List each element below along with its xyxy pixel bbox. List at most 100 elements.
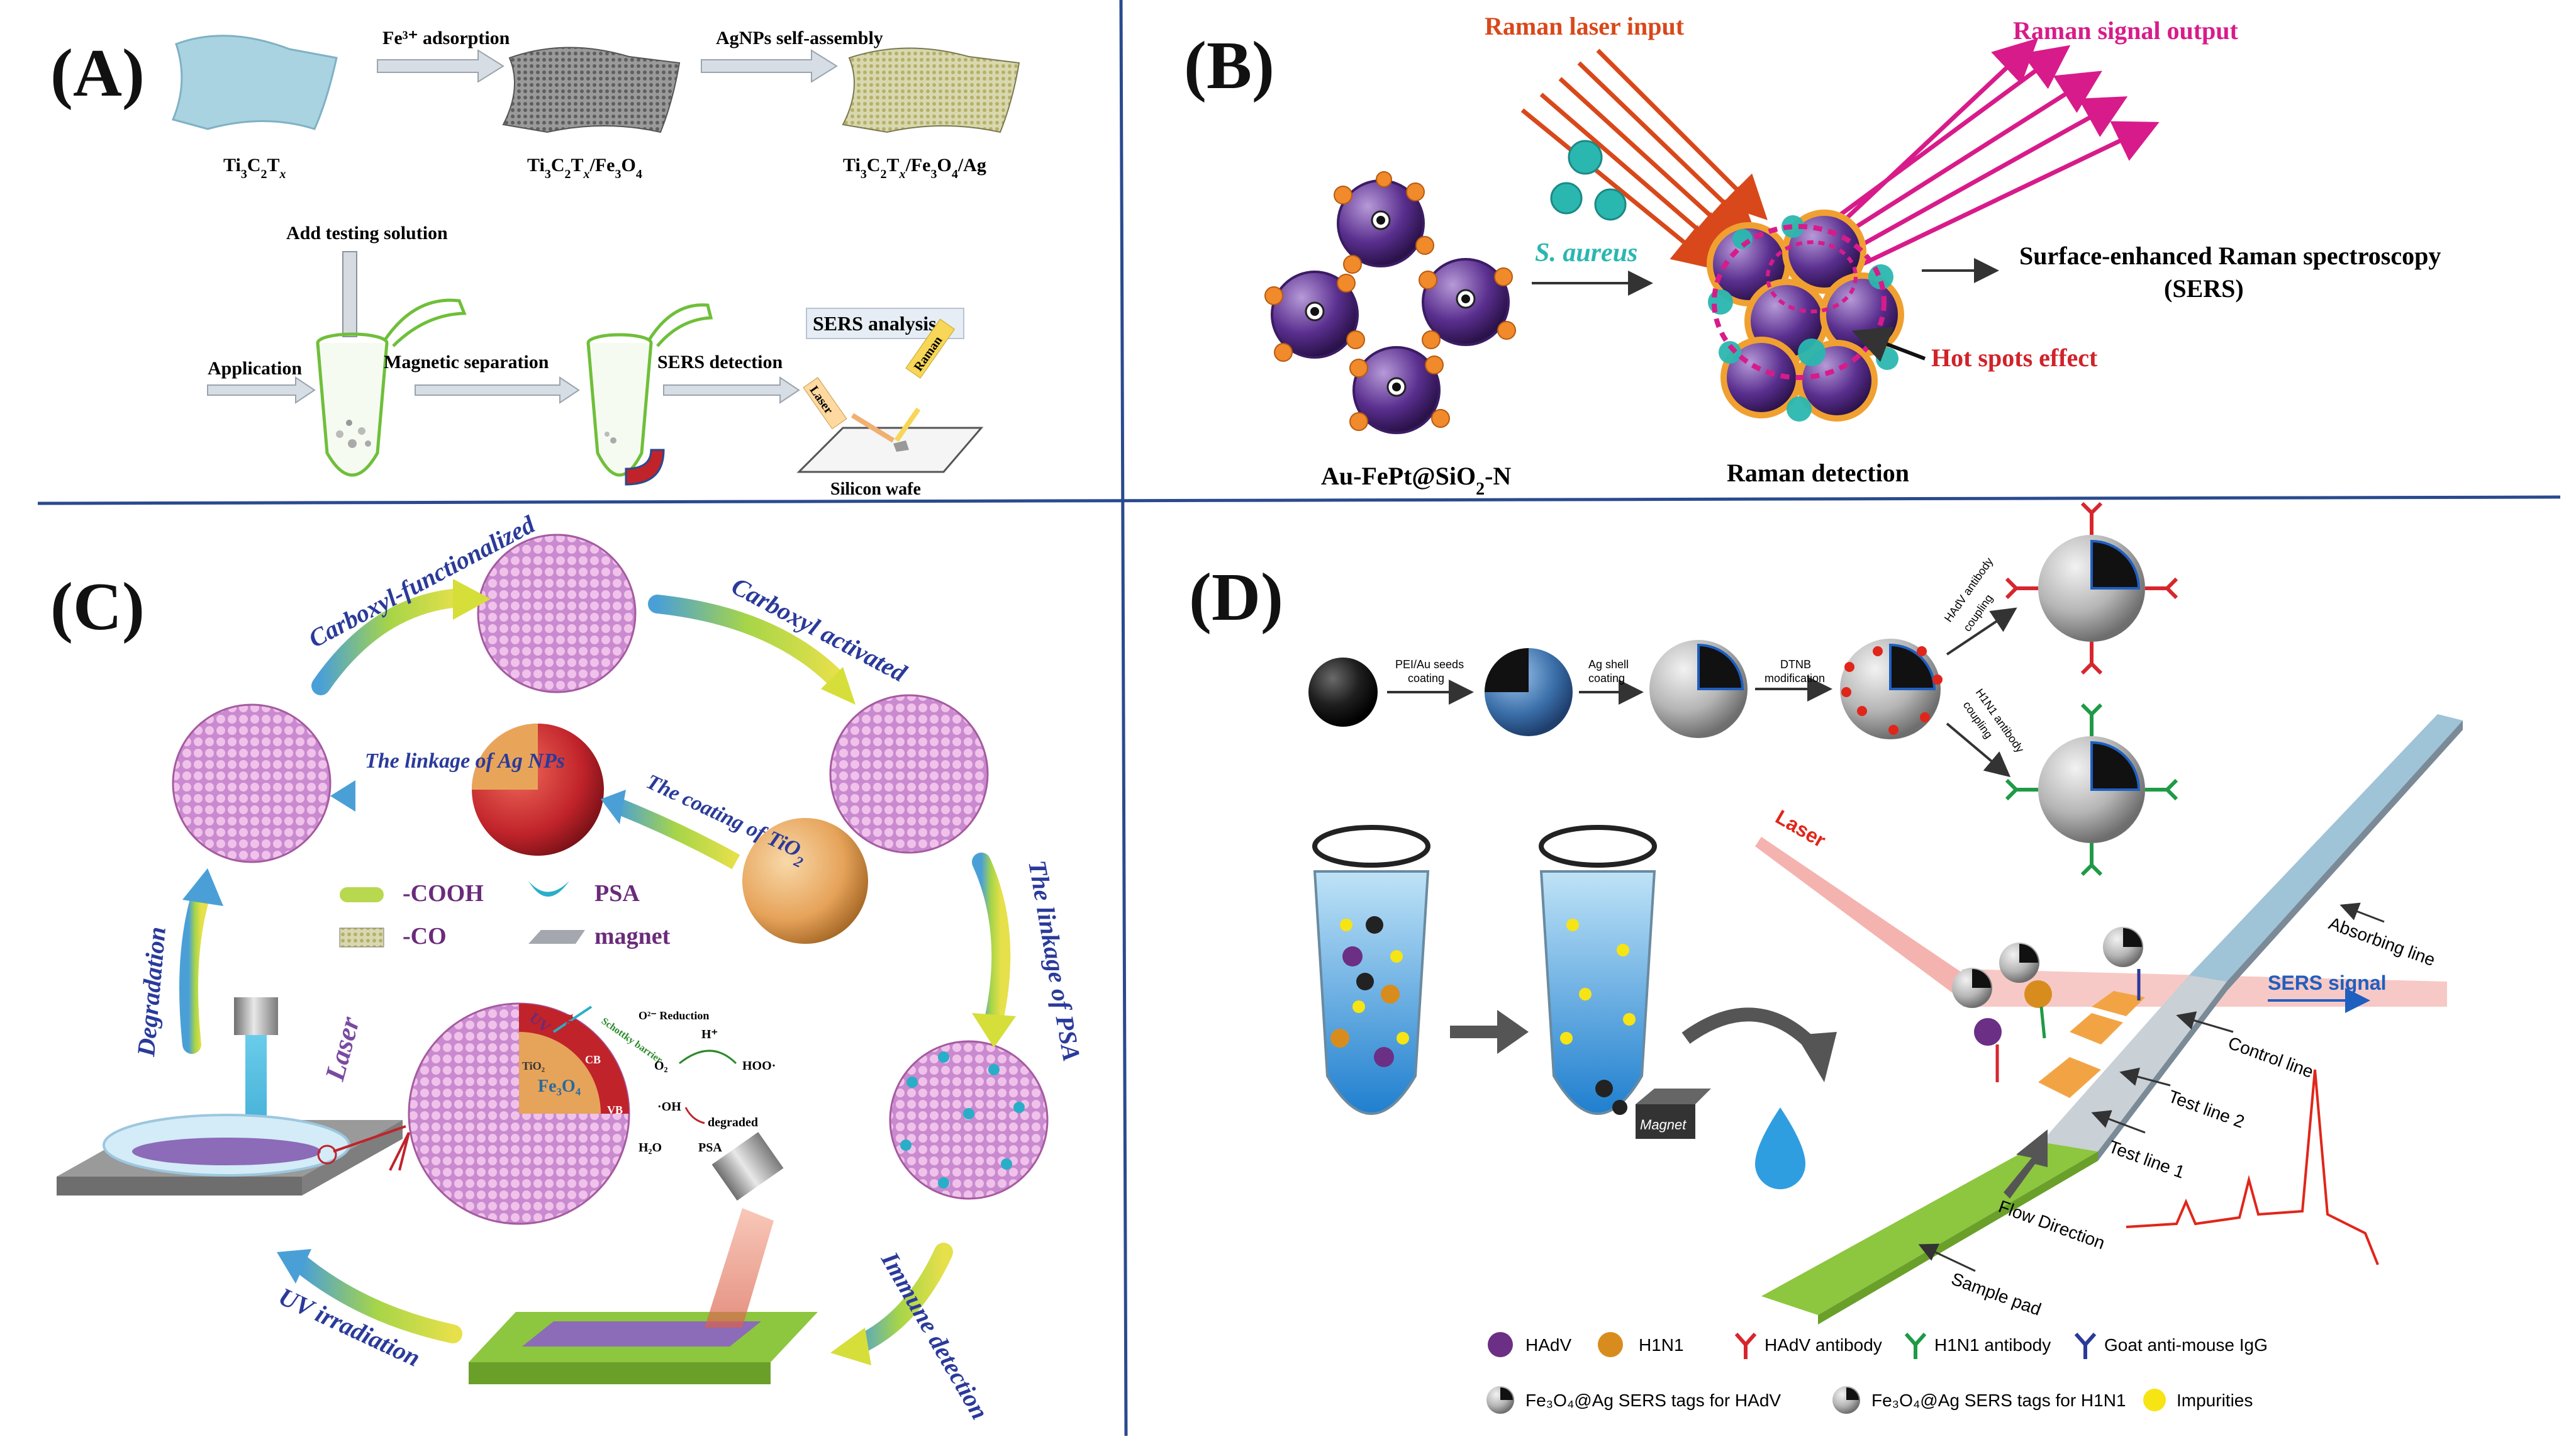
panel-b-label: (B) [1184, 28, 1274, 103]
panel-b: (B) Raman laser input Raman signal outpu… [1184, 12, 2441, 499]
legend-h1n1-icon [1598, 1332, 1623, 1357]
svg-text:Fe₃O₄@Ag SERS tags for H1N1: Fe₃O₄@Ag SERS tags for H1N1 [1871, 1391, 2126, 1410]
svg-text:HAdV: HAdV [1525, 1335, 1571, 1355]
svg-text:TiO₂: TiO₂ [522, 1060, 545, 1072]
tube-2 [586, 303, 713, 486]
svg-text:O₂: O₂ [654, 1059, 668, 1073]
laser-input-rays [1520, 48, 1768, 270]
panel-d: (D) PEI/Au seeds coating Ag shell coatin… [1189, 501, 2463, 1414]
step-dtnb-2: modification [1765, 672, 1825, 685]
panel-d-label: (D) [1189, 560, 1283, 635]
sphere-psa [889, 1040, 1049, 1200]
panel-a-label: (A) [50, 36, 145, 111]
flow-direction-label: Flow Direction [1996, 1197, 2107, 1253]
application-label: Application [208, 358, 302, 379]
process-arrow-2 [701, 49, 838, 83]
laser-rod: Laser [803, 377, 847, 430]
svg-text:Magnet: Magnet [1640, 1117, 1687, 1133]
probe-label: Au-FePt@SiO2-N [1321, 462, 1511, 499]
hadv-coupling-1: HAdV antibody [1942, 555, 1995, 624]
s-aureus-cluster [1550, 140, 1627, 221]
svg-text:Ag: Ag [554, 1008, 574, 1026]
add-testing-label: Add testing solution [286, 223, 448, 244]
process-arrow-1 [377, 49, 505, 83]
material-label-3: Ti3C2Tx/Fe3O4/Ag [843, 155, 986, 181]
s-aureus-label: S. aureus [1535, 238, 1637, 267]
arrow-carboxyl-activated [648, 595, 846, 689]
svg-text:H⁺: H⁺ [701, 1027, 718, 1041]
svg-text:HAdV antibody: HAdV antibody [1765, 1335, 1882, 1355]
svg-text:VB: VB [607, 1104, 623, 1116]
degradation-label: Degradation [131, 926, 171, 1058]
droplet [1755, 1107, 1805, 1189]
sers-label-line2: (SERS) [2164, 274, 2244, 303]
laser-label-d: Laser [1772, 805, 1830, 852]
arrow-linkage-psa [972, 853, 1011, 1029]
linkage-ag-label: The linkage of Ag NPs [365, 749, 565, 773]
sphere-right [829, 694, 989, 854]
fe3o4-core [1308, 658, 1378, 727]
panel-dividers [37, 0, 2561, 1436]
svg-text:Impurities: Impurities [2177, 1391, 2253, 1410]
silicon-wafer-label: Silicon wafe [830, 479, 921, 499]
arrow-magnetic [415, 376, 580, 404]
svg-text:Fe₃O₄@Ag SERS tags for HAdV: Fe₃O₄@Ag SERS tags for HAdV [1525, 1391, 1781, 1410]
control-line-label: Control line [2226, 1033, 2316, 1082]
step-agnps-assembly: AgNPs self-assembly [716, 28, 883, 48]
arrow-tube [1450, 1010, 1529, 1054]
svg-text:degraded: degraded [708, 1116, 758, 1129]
legend-impurities-icon [2143, 1389, 2166, 1411]
raman-laser-input-label: Raman laser input [1485, 12, 1685, 40]
dtnb-sphere [1840, 639, 1943, 739]
svg-text:CB: CB [585, 1053, 601, 1066]
magnetic-separation-label: Magnetic separation [384, 352, 549, 372]
linkage-psa-label: The linkage of PSA [1023, 858, 1086, 1063]
test-line-1 [2038, 1057, 2101, 1098]
svg-text:Goat anti-mouse IgG: Goat anti-mouse IgG [2104, 1335, 2268, 1355]
hot-spots-label: Hot spots effect [1931, 344, 2098, 372]
sphere-top [477, 534, 637, 693]
pipette [342, 251, 357, 337]
hot-spots-pointer [1851, 327, 1926, 362]
legend-goat-igg-icon [2074, 1333, 2097, 1359]
arrow-uv [293, 1255, 462, 1343]
panel-c-label: (C) [50, 569, 145, 644]
sample-tube-2 [1539, 825, 1657, 1115]
flow-arrow [2004, 1129, 2048, 1199]
tube-1 [316, 298, 467, 477]
panel-a: (A) Fe³⁺ adsorption AgNPs self-assembly … [50, 28, 1020, 499]
sample-pad-label: Sample pad [1949, 1269, 2044, 1319]
step-fe-adsorption: Fe³⁺ adsorption [382, 28, 510, 48]
svg-text:Fe₃O₄: Fe₃O₄ [538, 1077, 581, 1096]
test-line-2 [2070, 1013, 2123, 1044]
panel-c-legend: -COOH PSA -CO magnet [339, 880, 671, 949]
svg-text:-CO: -CO [403, 923, 447, 949]
petri-dish-setup: Laser [57, 997, 406, 1195]
arrow-application [207, 376, 316, 404]
mxene-sheet [171, 35, 338, 130]
svg-text:O²⁻ Reduction: O²⁻ Reduction [638, 1009, 709, 1022]
sers-detection-label: SERS detection [657, 352, 783, 372]
panel-d-legend: HAdV H1N1 HAdV antibody H1N1 antibody Go… [1486, 1332, 2268, 1414]
raman-detection-label: Raman detection [1727, 459, 1909, 487]
arrow-sers [663, 376, 800, 404]
arrow-coating-tio2 [613, 797, 740, 870]
au-fept-nanoparticles [1264, 171, 1516, 434]
composite-sphere: Fe₃O₄ TiO₂ UV Ag Schottky barrier CB VB … [408, 1002, 776, 1225]
control-line [2092, 991, 2145, 1016]
sphere-left [172, 703, 332, 863]
sers-analysis-label: SERS analysis [813, 312, 937, 335]
sample-tube-1 [1312, 825, 1430, 1115]
svg-text:PSA: PSA [594, 880, 640, 907]
bottom-plate [469, 1132, 818, 1384]
silicon-wafer [796, 427, 984, 473]
test-line-1-label: Test line 1 [2106, 1137, 2187, 1182]
legend-hadv-ab-icon [1734, 1333, 1757, 1359]
h1n1-tag-sphere [2005, 703, 2178, 876]
svg-text:H₂O: H₂O [638, 1141, 662, 1155]
svg-text:H1N1 antibody: H1N1 antibody [1934, 1335, 2051, 1355]
arrow-carboxyl-functionalized [311, 588, 469, 695]
sers-label-line1: Surface-enhanced Raman spectroscopy [2019, 242, 2441, 270]
